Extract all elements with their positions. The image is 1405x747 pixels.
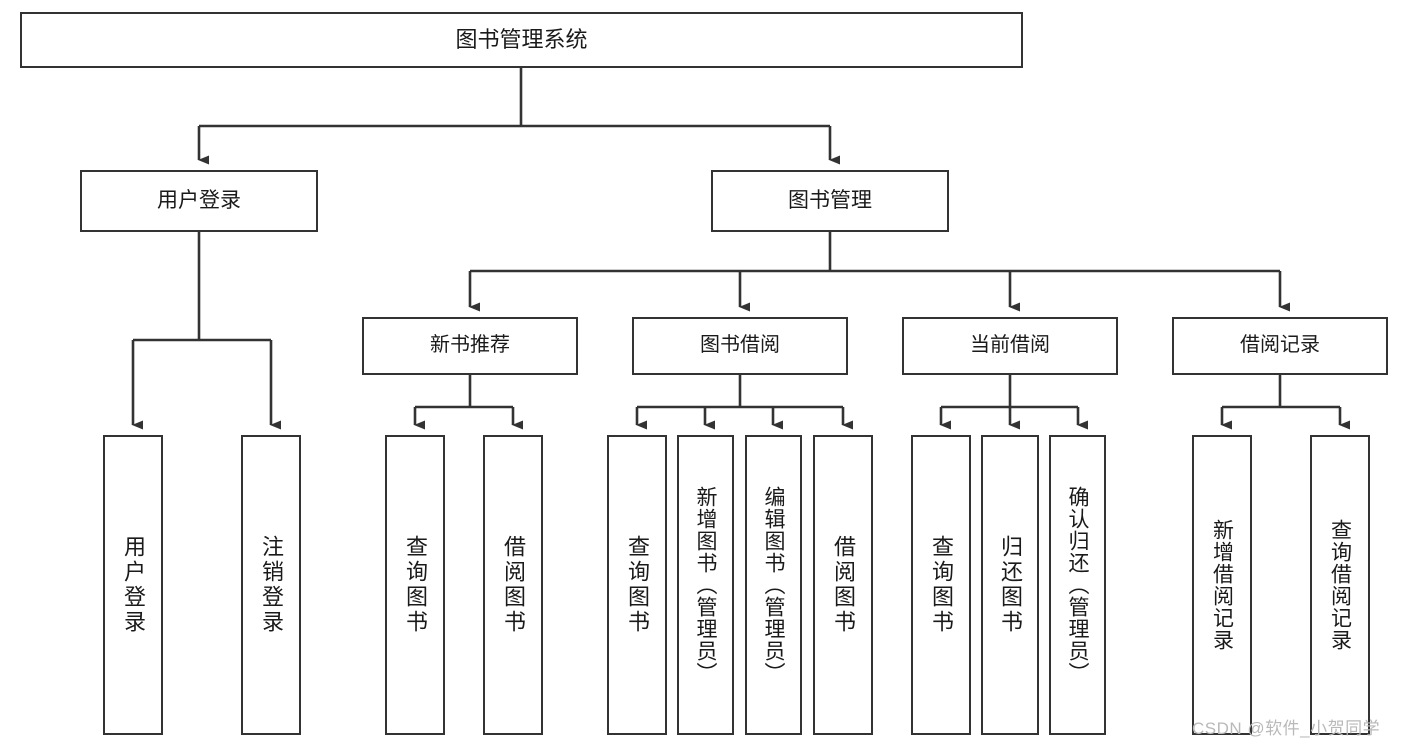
node-label: 查询图书 bbox=[403, 535, 428, 635]
node-label: 编辑图书（管理员） bbox=[762, 486, 785, 684]
leaf-confirm-return-admin[interactable]: 确认归还（管理员） bbox=[1049, 435, 1106, 735]
node-label: 查询借阅记录 bbox=[1328, 519, 1352, 651]
leaf-query-book-borrow[interactable]: 查询图书 bbox=[607, 435, 667, 735]
node-borrow-record[interactable]: 借阅记录 bbox=[1172, 317, 1388, 375]
leaf-borrow-book[interactable]: 借阅图书 bbox=[813, 435, 873, 735]
csdn-watermark: CSDN @软件_小贺同学 bbox=[1192, 719, 1381, 738]
leaf-add-book-admin[interactable]: 新增图书（管理员） bbox=[677, 435, 734, 735]
node-label: 当前借阅 bbox=[970, 334, 1050, 357]
node-label: 查询图书 bbox=[625, 535, 650, 635]
node-label: 归还图书 bbox=[998, 535, 1023, 635]
leaf-query-book-recommend[interactable]: 查询图书 bbox=[385, 435, 445, 735]
leaf-user-login[interactable]: 用户登录 bbox=[103, 435, 163, 735]
node-label: 新增图书（管理员） bbox=[694, 486, 717, 684]
leaf-return-book[interactable]: 归还图书 bbox=[981, 435, 1039, 735]
node-label: 图书管理系统 bbox=[455, 27, 588, 53]
node-label: 查询图书 bbox=[929, 535, 954, 635]
node-label: 图书借阅 bbox=[700, 334, 780, 357]
leaf-query-book-current[interactable]: 查询图书 bbox=[911, 435, 971, 735]
node-label: 借阅图书 bbox=[831, 535, 856, 635]
leaf-add-borrow-record[interactable]: 新增借阅记录 bbox=[1192, 435, 1252, 735]
leaf-edit-book-admin[interactable]: 编辑图书（管理员） bbox=[745, 435, 802, 735]
node-label: 用户登录 bbox=[157, 188, 241, 212]
leaf-query-borrow-record[interactable]: 查询借阅记录 bbox=[1310, 435, 1370, 735]
leaf-borrow-book-recommend[interactable]: 借阅图书 bbox=[483, 435, 543, 735]
node-label: 确认归还（管理员） bbox=[1066, 486, 1089, 684]
node-root-system[interactable]: 图书管理系统 bbox=[20, 12, 1023, 68]
node-new-book-recommend[interactable]: 新书推荐 bbox=[362, 317, 578, 375]
node-current-borrow[interactable]: 当前借阅 bbox=[902, 317, 1118, 375]
node-label: 图书管理 bbox=[788, 188, 872, 212]
node-label: 注销登录 bbox=[259, 535, 284, 635]
node-book-borrow[interactable]: 图书借阅 bbox=[632, 317, 848, 375]
node-label: 新增借阅记录 bbox=[1210, 519, 1234, 651]
node-label: 用户登录 bbox=[121, 535, 146, 635]
node-label: 新书推荐 bbox=[430, 334, 510, 357]
node-label: 借阅记录 bbox=[1240, 334, 1320, 357]
node-label: 借阅图书 bbox=[501, 535, 526, 635]
node-book-management[interactable]: 图书管理 bbox=[711, 170, 949, 232]
node-user-login[interactable]: 用户登录 bbox=[80, 170, 318, 232]
leaf-logout[interactable]: 注销登录 bbox=[241, 435, 301, 735]
